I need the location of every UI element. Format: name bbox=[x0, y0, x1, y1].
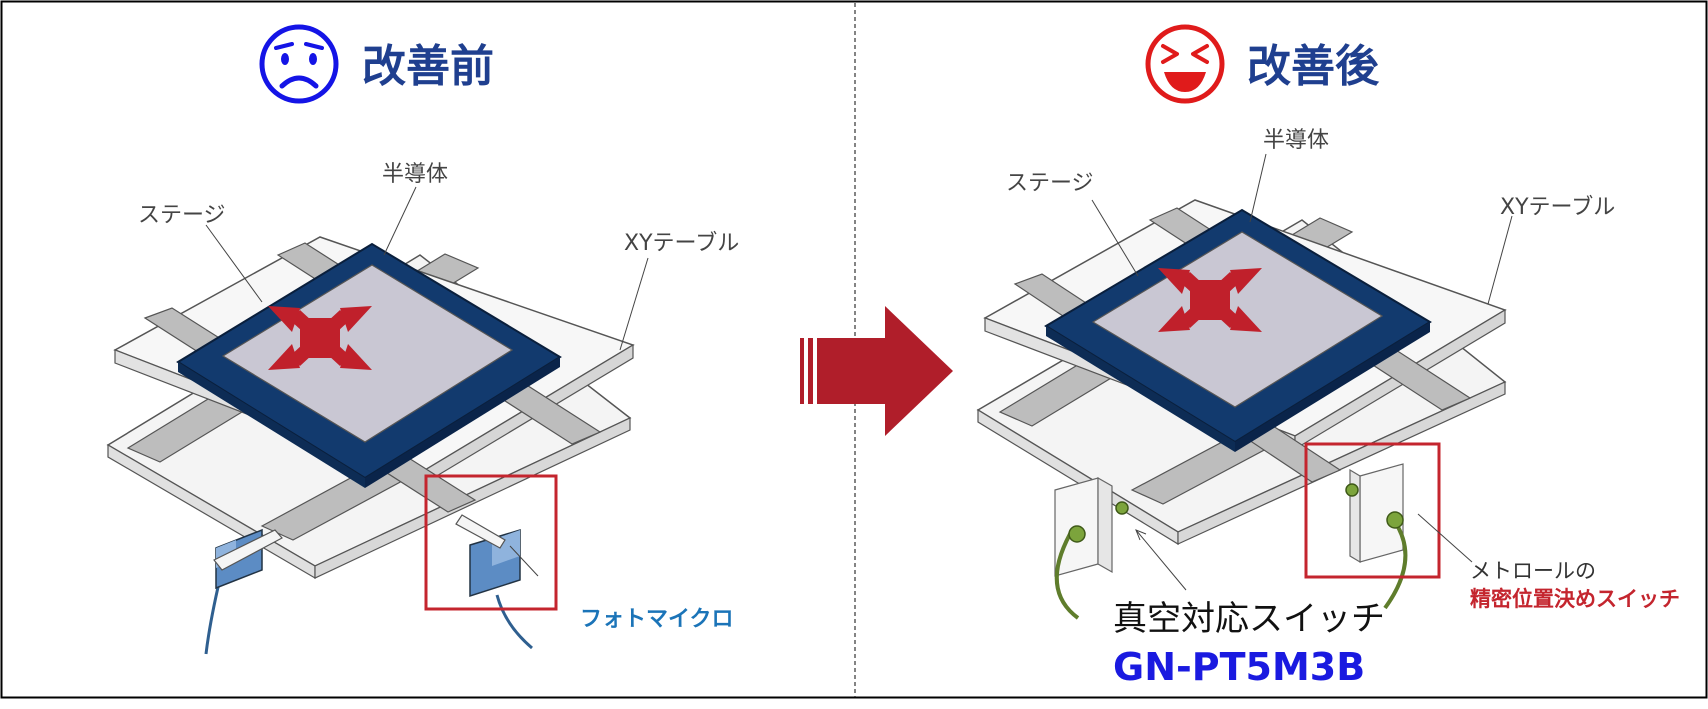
vacuum-switch-label: 真空対応スイッチ bbox=[1113, 599, 1385, 639]
sad-face-icon bbox=[259, 24, 339, 104]
semiconductor-wafer bbox=[221, 264, 514, 443]
photo-sensor-left bbox=[204, 528, 283, 655]
metrol-label: メトロールの bbox=[1470, 559, 1596, 583]
movement-cross-icon bbox=[268, 306, 372, 370]
photo-micro-label: フォトマイクロ bbox=[580, 607, 734, 632]
xy-table-label: XYテーブル bbox=[624, 231, 739, 256]
switch-bracket-left bbox=[1054, 476, 1129, 620]
stage-label: ステージ bbox=[138, 203, 226, 228]
sensor-highlight-box bbox=[424, 474, 558, 611]
movement-cross-icon bbox=[1158, 268, 1262, 332]
before-panel: 改善前 bbox=[106, 24, 739, 655]
switch-bracket-right bbox=[1345, 463, 1408, 610]
switch-highlight-box bbox=[1304, 442, 1441, 579]
laughing-face-icon bbox=[1145, 24, 1225, 104]
right-arrow-icon bbox=[800, 306, 953, 436]
xy-table-label: XYテーブル bbox=[1500, 195, 1615, 220]
precision-switch-label: 精密位置決めスイッチ bbox=[1470, 587, 1680, 611]
after-panel: 改善後 bbox=[976, 24, 1680, 689]
after-title: 改善後 bbox=[1247, 41, 1380, 92]
product-model-label: GN-PT5M3B bbox=[1113, 645, 1365, 689]
semiconductor-label: 半導体 bbox=[382, 162, 448, 187]
stage-label: ステージ bbox=[1006, 171, 1094, 196]
semiconductor-label: 半導体 bbox=[1263, 128, 1329, 153]
before-title: 改善前 bbox=[362, 41, 494, 92]
photo-sensor-right bbox=[455, 514, 533, 650]
